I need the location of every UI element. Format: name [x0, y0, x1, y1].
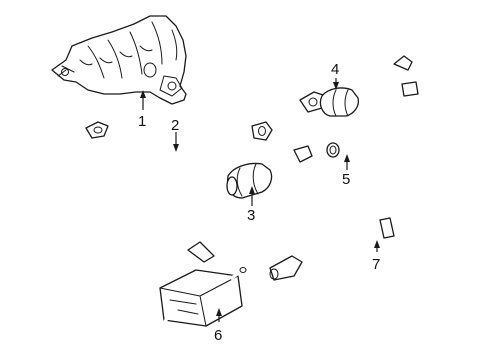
- front-pipe: [85, 121, 273, 184]
- exhaust-manifold: [51, 15, 187, 105]
- callout-5-number: 5: [342, 171, 350, 188]
- callout-6: 6: [214, 308, 222, 344]
- callout-3: 3: [247, 186, 255, 224]
- intermediate-pipe: [326, 114, 440, 158]
- tail-pipe: [269, 178, 420, 281]
- catalytic-converter: [171, 145, 313, 263]
- callout-2: 2: [171, 117, 179, 152]
- callout-7: 7: [372, 240, 380, 273]
- callout-5: 5: [342, 154, 350, 188]
- callout-2-number: 2: [171, 117, 179, 134]
- converter-pipe: [299, 55, 419, 117]
- callout-3-number: 3: [247, 207, 255, 224]
- callout-4: 4: [331, 61, 339, 90]
- callout-7-number: 7: [372, 256, 380, 273]
- muffler: [158, 267, 247, 334]
- callout-4-number: 4: [331, 61, 339, 78]
- callout-1-number: 1: [138, 113, 146, 130]
- callout-6-number: 6: [214, 327, 222, 344]
- callout-1: 1: [138, 90, 146, 130]
